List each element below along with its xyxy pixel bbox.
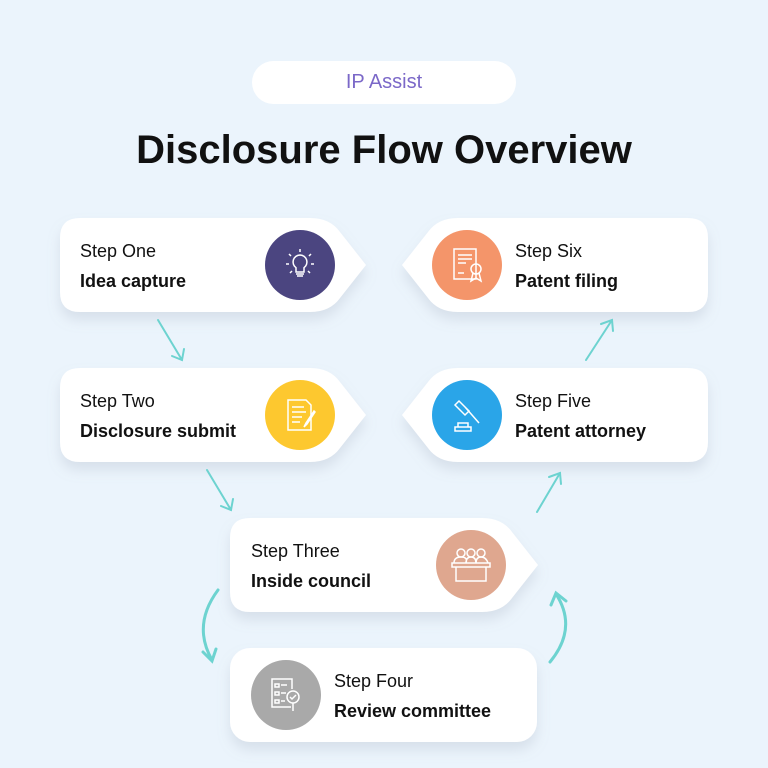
step-label: Step One: [80, 241, 157, 261]
step-name: Disclosure submit: [80, 421, 237, 441]
step-name: Patent filing: [515, 271, 618, 291]
step-label: Step Four: [334, 671, 414, 691]
arrow-five-to-five-up: [536, 471, 562, 513]
arrow-five-to-six: [585, 318, 614, 361]
step-label: Step Five: [515, 391, 592, 411]
step-name: Patent attorney: [515, 421, 647, 441]
arrow-one-to-two: [157, 319, 185, 362]
app-badge: IP Assist: [252, 61, 516, 104]
arrow-four-to-five: [548, 590, 568, 664]
step-label: Step Three: [251, 541, 340, 561]
document-pen-icon: [265, 380, 335, 450]
lightbulb-icon: [265, 230, 335, 300]
step-name: Inside council: [251, 571, 372, 591]
certificate-icon: [432, 230, 502, 300]
step-label: Step Two: [80, 391, 155, 411]
step-label: Step Six: [515, 241, 583, 261]
gavel-icon: [432, 380, 502, 450]
arrow-three-to-four: [201, 588, 220, 664]
council-icon: [436, 530, 506, 600]
step-name: Idea capture: [80, 271, 187, 291]
arrow-two-to-three: [206, 469, 234, 512]
page-title: Disclosure Flow Overview: [136, 128, 632, 172]
step-name: Review committee: [334, 701, 492, 721]
checklist-magnifier-icon: [251, 660, 321, 730]
